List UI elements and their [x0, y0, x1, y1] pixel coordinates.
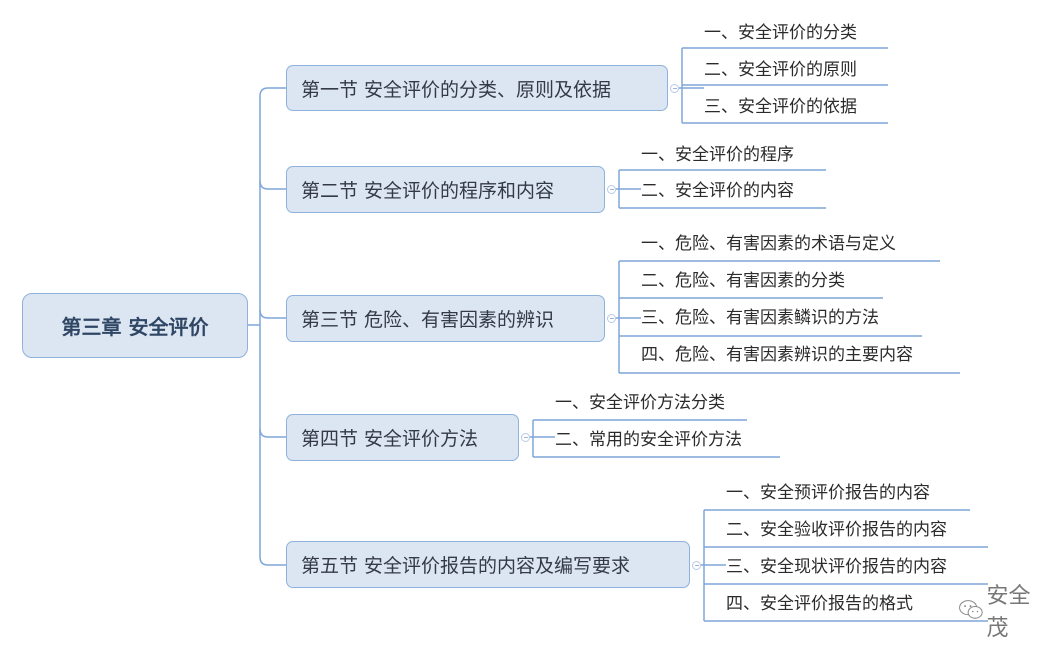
branch-connector	[259, 180, 286, 190]
topic-item[interactable]: 一、安全评价的分类	[704, 23, 857, 43]
topic-item[interactable]: 四、危险、有害因素辨识的主要内容	[641, 345, 913, 365]
topic-item[interactable]: 三、安全评价的依据	[704, 97, 857, 117]
topic-item[interactable]: 一、安全评价的程序	[641, 145, 794, 165]
branch-connector	[259, 428, 286, 438]
watermark-text: 安全茂	[986, 584, 1031, 641]
root-node[interactable]: 第三章 安全评价	[22, 293, 248, 358]
wechat-icon	[959, 600, 983, 619]
root-label: 第三章 安全评价	[61, 315, 209, 339]
topic-item[interactable]: 二、安全评价的原则	[704, 60, 857, 80]
topic-item[interactable]: 二、安全评价的内容	[641, 181, 794, 201]
topic-item[interactable]: 一、安全评价方法分类	[555, 393, 725, 413]
section-node-1[interactable]: 第一节 安全评价的分类、原则及依据	[286, 65, 668, 111]
section-label: 第三节 危险、有害因素的辨识	[301, 309, 555, 331]
topic-item[interactable]: 二、安全验收评价报告的内容	[726, 520, 947, 540]
section-label: 第一节 安全评价的分类、原则及依据	[301, 78, 612, 101]
topic-item[interactable]: 二、危险、有害因素的分类	[641, 271, 845, 291]
section-label: 第二节 安全评价的程序和内容	[301, 180, 555, 202]
watermark: 安全茂	[958, 584, 1049, 641]
collapse-toggle-icon[interactable]	[670, 84, 679, 93]
section-node-2[interactable]: 第二节 安全评价的程序和内容	[286, 166, 605, 213]
collapse-toggle-icon[interactable]	[692, 561, 701, 570]
topic-item[interactable]: 四、安全评价报告的格式	[726, 594, 913, 614]
section-node-3[interactable]: 第三节 危险、有害因素的辨识	[286, 295, 605, 342]
trunk-line	[259, 87, 286, 566]
section-label: 第五节 安全评价报告的内容及编写要求	[301, 555, 631, 577]
section-label: 第四节 安全评价方法	[301, 428, 479, 450]
section-node-4[interactable]: 第四节 安全评价方法	[286, 414, 519, 461]
topic-item[interactable]: 一、安全预评价报告的内容	[726, 483, 930, 503]
collapse-toggle-icon[interactable]	[607, 314, 616, 323]
topic-item[interactable]: 二、常用的安全评价方法	[555, 430, 742, 450]
topic-item[interactable]: 三、安全现状评价报告的内容	[726, 557, 947, 577]
section-node-5[interactable]: 第五节 安全评价报告的内容及编写要求	[286, 541, 690, 588]
collapse-toggle-icon[interactable]	[607, 185, 616, 194]
topic-item[interactable]: 三、危险、有害因素鳞识的方法	[641, 308, 879, 328]
branch-connector	[259, 309, 286, 319]
topic-item[interactable]: 一、危险、有害因素的术语与定义	[641, 234, 896, 254]
collapse-toggle-icon[interactable]	[521, 433, 530, 442]
